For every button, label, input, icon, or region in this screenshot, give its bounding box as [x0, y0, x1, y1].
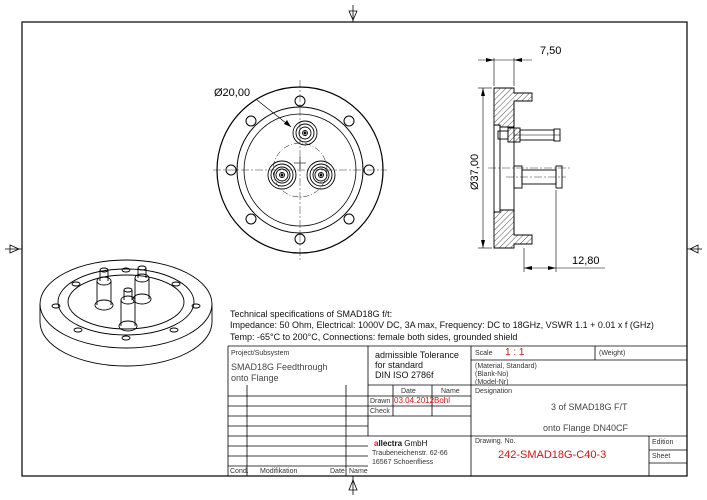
- company-address-line-2: 16567 Schoenfliess: [372, 459, 434, 466]
- flange-thickness-dimension: 7,50: [540, 45, 561, 57]
- title-block: [227, 345, 687, 476]
- company-logo-prefix: a: [374, 439, 379, 448]
- scale-label: Scale: [475, 350, 493, 357]
- edition-label: Edition: [652, 439, 674, 446]
- project-name-line-2: onto Flange: [231, 373, 279, 383]
- drawn-label: Drawn: [370, 398, 391, 405]
- modification-label: Modifikation: [260, 468, 298, 475]
- model-label: (Model-Nr): [475, 379, 509, 386]
- designation-line-2: onto Flange DN40CF: [543, 423, 629, 433]
- sma-connector-left: [267, 160, 297, 190]
- spec-line-1: Impedance: 50 Ohm, Electrical: 1000V DC,…: [230, 320, 654, 330]
- blank-label: (Blank-No): [475, 371, 509, 378]
- flange-section-view: [478, 58, 605, 272]
- sheet-label: Sheet: [652, 453, 671, 460]
- company-address-line-1: Traubeneichenstr. 62-66: [372, 450, 448, 457]
- date-column-header: Date: [401, 388, 416, 395]
- drawing-number: 242-SMAD18G-C40-3: [498, 449, 607, 461]
- tolerance-line-1: admissible Tolerance: [375, 350, 459, 360]
- project-label: Project/Subsystem: [231, 350, 290, 357]
- footer-date-label: Date: [330, 468, 345, 475]
- iso-connector-right: [132, 265, 152, 305]
- bolt-holes: [225, 95, 375, 245]
- tolerance-line-3: DIN ISO 2786f: [375, 370, 434, 380]
- spec-line-2: Temp: -65°C to 200°C, Connections: femal…: [230, 332, 518, 342]
- iso-connector-left: [94, 267, 114, 311]
- drawing-no-label: Drawing. No.: [475, 438, 516, 445]
- designation-label: Designation: [475, 388, 512, 395]
- company-logo-suffix: GmbH: [402, 439, 428, 448]
- spec-title: Technical specifications of SMAD18G f/t:: [230, 309, 393, 319]
- designation-line-1: 3 of SMAD18G F/T: [551, 402, 628, 412]
- project-name-line-1: SMAD18G Feedthrough: [231, 362, 328, 372]
- overall-length-dimension: 12,80: [572, 255, 600, 267]
- drawn-date: 03.04.2012: [394, 396, 435, 405]
- bolt-circle-dimension: Ø20,00: [214, 87, 250, 99]
- centering-marks: [5, 5, 702, 495]
- company-logo: allectra GmbH: [374, 440, 427, 448]
- flange-front-view: [213, 80, 387, 260]
- name-column-header: Name: [441, 388, 460, 395]
- footer-name-label: Name: [349, 468, 368, 475]
- drawn-name: Bohl: [434, 396, 451, 405]
- flange-isometric-view: [39, 259, 213, 367]
- check-label: Check: [370, 408, 390, 415]
- tolerance-line-2: for standard: [375, 360, 424, 370]
- sma-connector-top: [292, 120, 318, 146]
- company-logo-name: llectra: [378, 439, 403, 448]
- weight-label: (Weight): [599, 350, 626, 357]
- iso-connector-front: [118, 287, 138, 332]
- flange-diameter-dimension: Ø37,00: [469, 154, 481, 190]
- material-label: (Material, Standard): [475, 363, 537, 370]
- cond-label: Cond.: [230, 468, 249, 475]
- scale-value: 1 : 1: [505, 347, 525, 358]
- sma-connector-right: [306, 160, 336, 190]
